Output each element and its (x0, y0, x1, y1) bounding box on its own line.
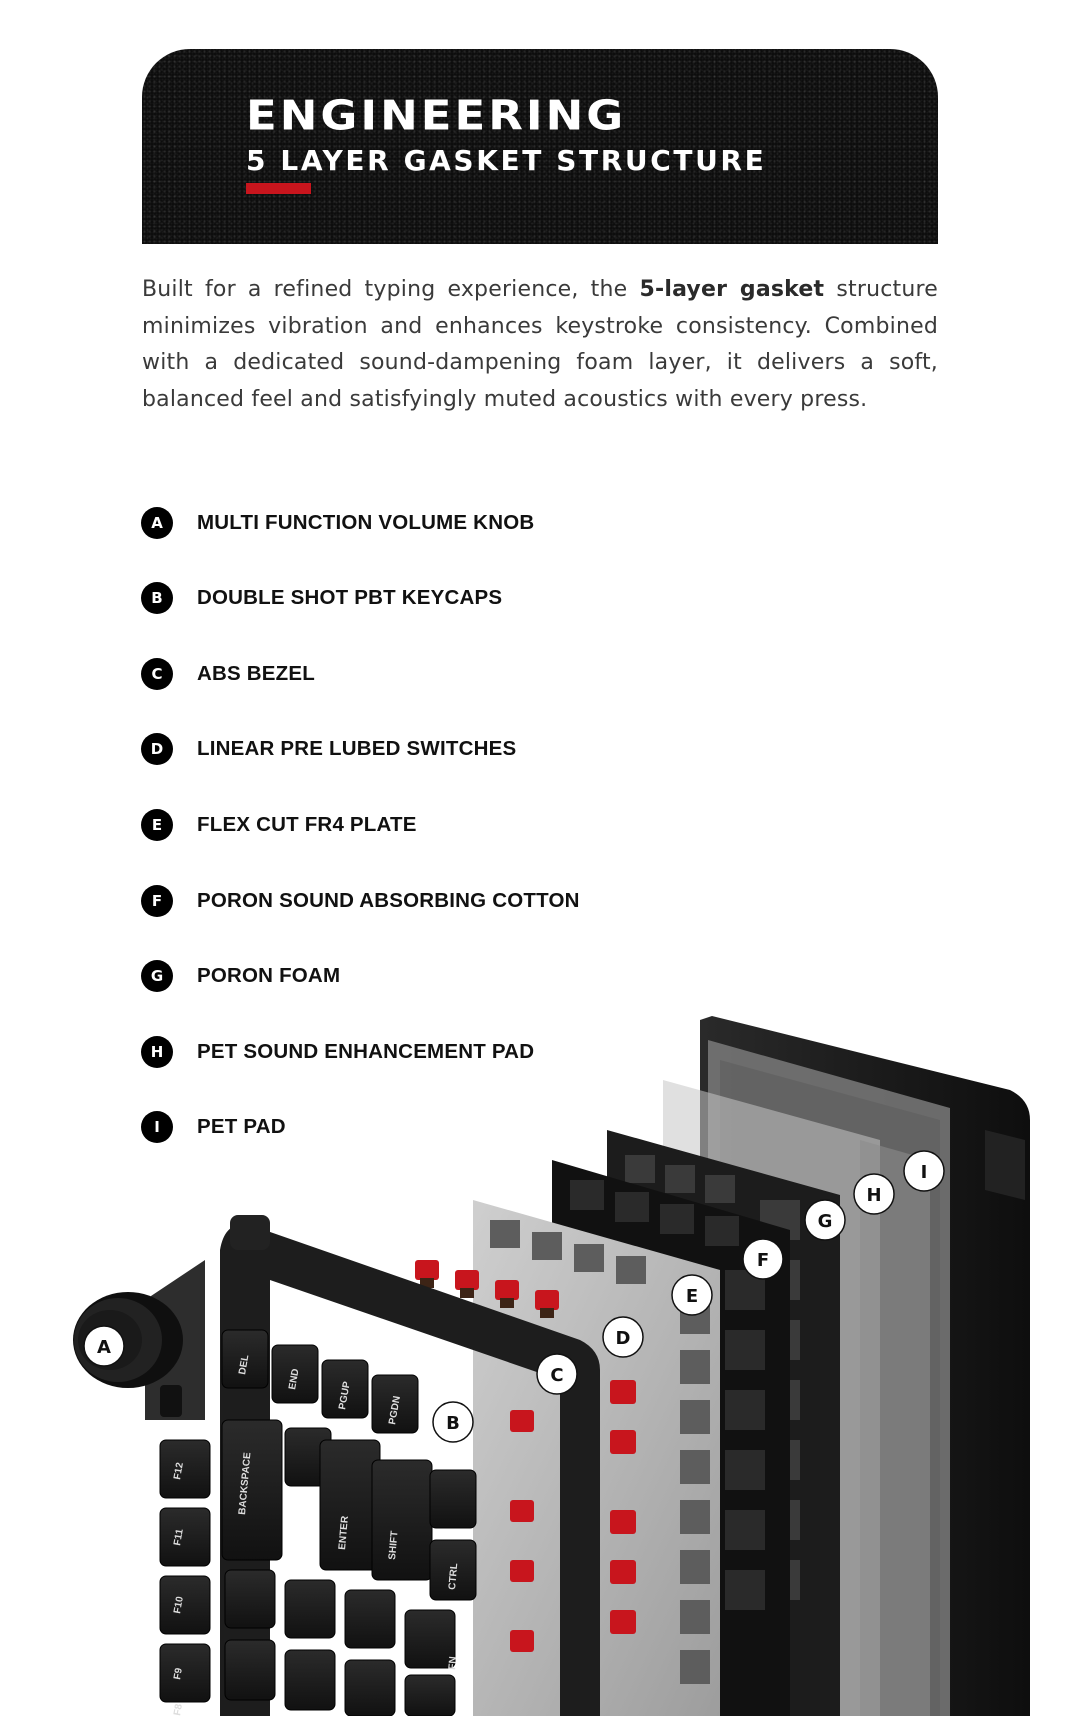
keycap-f8: F8 (172, 1703, 185, 1716)
feature-label: MULTI FUNCTION VOLUME KNOB (197, 511, 535, 534)
callout-i: I (903, 1150, 945, 1192)
intro-text-bold: 5-layer gasket (639, 277, 825, 302)
svg-text:F: F (757, 1250, 769, 1271)
abs-bezel (220, 1215, 600, 1716)
keycap-backspace: BACKSPACE (237, 1452, 253, 1516)
switches-layer (415, 1260, 636, 1652)
hero-accent-bar (246, 183, 311, 194)
feature-badge: F (141, 885, 173, 917)
svg-text:E: E (686, 1286, 698, 1307)
feature-item: B DOUBLE SHOT PBT KEYCAPS (141, 582, 502, 614)
keycap-f12: F12 (172, 1461, 186, 1480)
svg-text:H: H (866, 1185, 881, 1206)
keycap-pgup: PGUP (337, 1380, 353, 1410)
callout-c: C (536, 1353, 578, 1395)
callouts: A B C D E F G H (83, 1150, 945, 1443)
callout-g: G (804, 1199, 846, 1241)
callout-a: A (83, 1325, 125, 1367)
keycap-f9: F9 (172, 1667, 185, 1681)
keycap-ctrl: CTRL (447, 1563, 460, 1591)
svg-text:G: G (818, 1211, 833, 1232)
hero-banner: ENGINEERING 5 LAYER GASKET STRUCTURE (142, 49, 938, 244)
svg-text:A: A (97, 1337, 111, 1358)
svg-text:C: C (550, 1365, 563, 1386)
svg-text:I: I (921, 1162, 928, 1183)
intro-text-start: Built for a refined typing experience, t… (142, 277, 640, 302)
callout-d: D (602, 1316, 644, 1358)
callout-e: E (671, 1274, 713, 1316)
feature-label: PORON FOAM (197, 964, 341, 987)
keycap-shift: SHIFT (387, 1531, 400, 1561)
feature-label: DOUBLE SHOT PBT KEYCAPS (197, 586, 503, 609)
svg-text:B: B (446, 1413, 460, 1434)
callout-b: B (432, 1401, 474, 1443)
feature-label: PET PAD (197, 1115, 286, 1138)
svg-text:D: D (616, 1328, 631, 1349)
hero-subtitle: 5 LAYER GASKET STRUCTURE (246, 144, 767, 177)
keycap-end: END (287, 1368, 302, 1391)
hero-title: ENGINEERING (246, 91, 627, 140)
keycap-fn: FN (447, 1656, 459, 1670)
feature-badge: A (141, 507, 173, 539)
feature-label: PET SOUND ENHANCEMENT PAD (197, 1040, 535, 1063)
feature-item: C ABS BEZEL (141, 658, 315, 690)
keycaps: DEL END PGUP PGDN BACKSPACE ENTER SHIFT … (159, 1329, 477, 1716)
keycap-pgdn: PGDN (387, 1395, 403, 1425)
callout-h: H (853, 1173, 895, 1215)
feature-badge: E (141, 809, 173, 841)
feature-label: FLEX CUT FR4 PLATE (197, 813, 417, 836)
feature-item: F PORON SOUND ABSORBING COTTON (141, 885, 580, 917)
keycap-del: DEL (237, 1354, 251, 1376)
feature-item: D LINEAR PRE LUBED SWITCHES (141, 733, 516, 765)
feature-item: A MULTI FUNCTION VOLUME KNOB (141, 507, 534, 539)
keycap-f11: F11 (172, 1528, 186, 1547)
intro-paragraph: Built for a refined typing experience, t… (142, 272, 938, 418)
feature-badge: C (141, 658, 173, 690)
feature-label: ABS BEZEL (197, 662, 315, 685)
exploded-keyboard-illustration: DEL END PGUP PGDN BACKSPACE ENTER SHIFT … (73, 1016, 1030, 1716)
feature-item: H PET SOUND ENHANCEMENT PAD (141, 1036, 534, 1068)
feature-item: G PORON FOAM (141, 960, 340, 992)
feature-badge: I (141, 1111, 173, 1143)
feature-badge: G (141, 960, 173, 992)
keycap-f10: F10 (172, 1595, 186, 1614)
feature-label: PORON SOUND ABSORBING COTTON (197, 889, 580, 912)
feature-item: E FLEX CUT FR4 PLATE (141, 809, 417, 841)
feature-badge: B (141, 582, 173, 614)
keycap-enter: ENTER (337, 1515, 351, 1550)
feature-item: I PET PAD (141, 1111, 286, 1143)
callout-f: F (742, 1238, 784, 1280)
feature-badge: D (141, 733, 173, 765)
feature-label: LINEAR PRE LUBED SWITCHES (197, 737, 517, 760)
feature-badge: H (141, 1036, 173, 1068)
intro-text-end: structure minimizes vibration and enhanc… (142, 277, 938, 412)
